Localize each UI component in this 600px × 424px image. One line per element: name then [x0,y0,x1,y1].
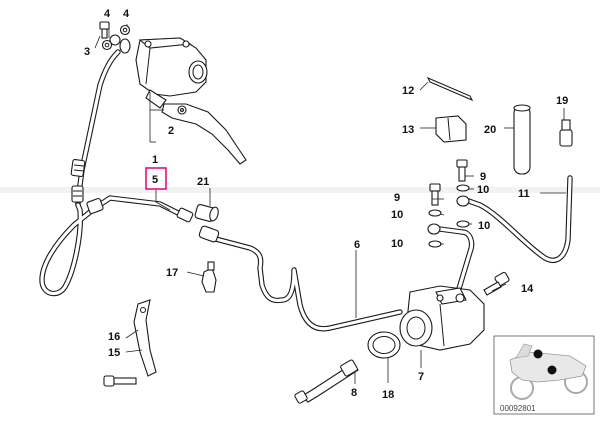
callout-10b[interactable]: 10 [391,209,403,221]
callout-3[interactable]: 3 [84,46,90,58]
callout-10c[interactable]: 10 [478,220,490,232]
banjo-bolt [99,21,110,39]
brake-hose-main [39,49,403,332]
brake-caliper [399,285,485,351]
protective-sleeve [513,104,531,175]
callout-1[interactable]: 1 [152,154,158,166]
callout-4a[interactable]: 4 [104,8,111,20]
hose-fittings [70,158,220,243]
brake-pipe-right [429,175,573,303]
callout-17[interactable]: 17 [166,267,178,279]
washers-grommets [427,184,470,248]
callout-8[interactable]: 8 [351,387,357,399]
callout-2[interactable]: 2 [168,125,174,137]
motorcycle-thumbnail [493,335,595,415]
thumbnail-marker-front [533,349,543,359]
callout-7[interactable]: 7 [418,371,424,383]
callout-9b[interactable]: 9 [394,192,400,204]
mounting-bolts [429,159,468,206]
motorcycle-silhouette-icon [509,343,588,400]
master-cylinder [109,34,208,109]
callout-12[interactable]: 12 [402,85,414,97]
callout-20[interactable]: 20 [484,124,496,136]
seal-ring [367,331,401,359]
callout-10d[interactable]: 10 [391,238,403,250]
callout-4b[interactable]: 4 [123,8,130,20]
pipe-clamp [435,115,467,143]
document-number: 00092801 [500,404,536,413]
callout-11[interactable]: 11 [518,188,530,200]
callout-19[interactable]: 19 [556,95,568,107]
callout-9a[interactable]: 9 [480,171,486,183]
hand-brake-lever [161,103,247,165]
thumbnail-marker-rear [547,365,557,375]
push-rod [294,359,359,404]
callout-21[interactable]: 21 [197,176,209,188]
adapter-fitting [194,204,219,222]
hose-bracket [133,299,157,377]
callout-16[interactable]: 16 [108,331,120,343]
callout-14[interactable]: 14 [521,283,534,295]
sealing-washers [101,24,131,51]
callout-15[interactable]: 15 [108,347,120,359]
bleed-valve [201,261,217,293]
cable-tie [426,76,474,102]
bracket-bolt [103,375,137,387]
callout-10a[interactable]: 10 [477,184,489,196]
caliper-bolt [483,271,510,296]
callout-5[interactable]: 5 [152,174,158,186]
leader-lines [94,24,566,384]
union-nut [559,119,573,147]
highlighted-callout-5[interactable]: 5 [145,167,167,190]
callout-labels: 1 2 3 4 4 5 6 7 8 9 9 10 10 10 10 11 12 … [84,8,568,401]
callout-6[interactable]: 6 [354,239,360,251]
callout-13[interactable]: 13 [402,124,414,136]
callout-18[interactable]: 18 [382,389,394,401]
